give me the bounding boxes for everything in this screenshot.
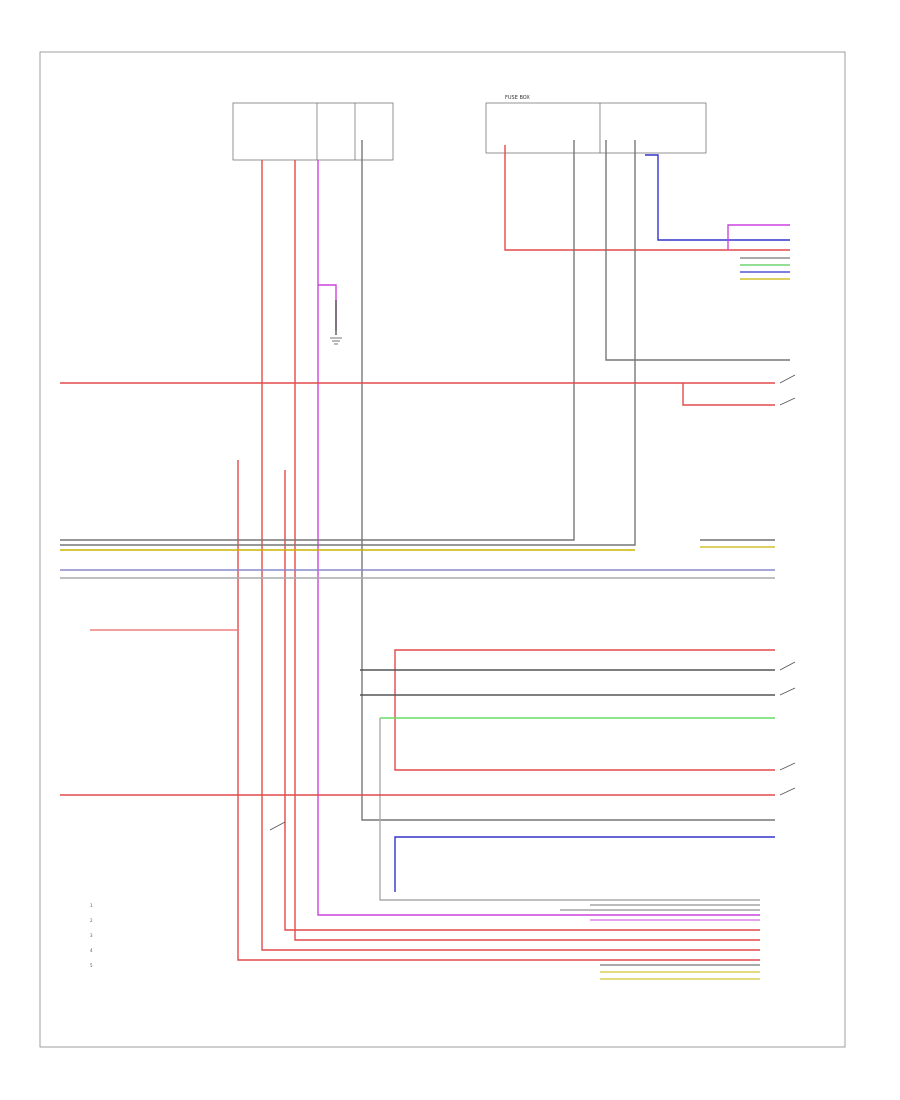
diagram-frame (39, 51, 846, 1048)
ground-branch (318, 284, 342, 345)
fuse-box-title: FUSE BOX (505, 95, 530, 101)
wire-red-switch-loop (394, 649, 775, 771)
legend-key-3: 3 (90, 933, 93, 938)
wire-gray-vertical (361, 140, 775, 821)
wire-green-horizontal (379, 717, 775, 901)
fuse-box-right (485, 102, 707, 154)
connector-lines-middle (700, 539, 775, 548)
bottom-connector-block (560, 904, 760, 980)
legend: 1 2 3 4 5 (90, 903, 93, 968)
wire-blue-top-right (645, 154, 790, 241)
legend-key-2: 2 (90, 918, 93, 923)
fuse-box-left (232, 102, 394, 161)
wire-red-vertical-3 (237, 460, 760, 961)
wire-red-vertical-2 (294, 160, 760, 941)
wire-violet-vertical (317, 160, 760, 916)
wire-red-horizontal-main (60, 382, 775, 406)
legend-key-4: 4 (90, 948, 93, 953)
wire-red-vertical-1 (261, 160, 760, 951)
wire-blue-lower (394, 836, 775, 892)
wire-gray-top-right-1 (60, 140, 575, 541)
legend-key-5: 5 (90, 963, 93, 968)
wire-red-vertical-4 (284, 470, 760, 931)
wire-gray-top-right-3 (60, 140, 636, 546)
switch-symbols (269, 374, 796, 831)
wire-red-top-right (504, 145, 790, 251)
connector-lines-top-right (727, 224, 790, 280)
wire-gray-top-right-2 (605, 140, 790, 361)
legend-key-1: 1 (90, 903, 93, 908)
